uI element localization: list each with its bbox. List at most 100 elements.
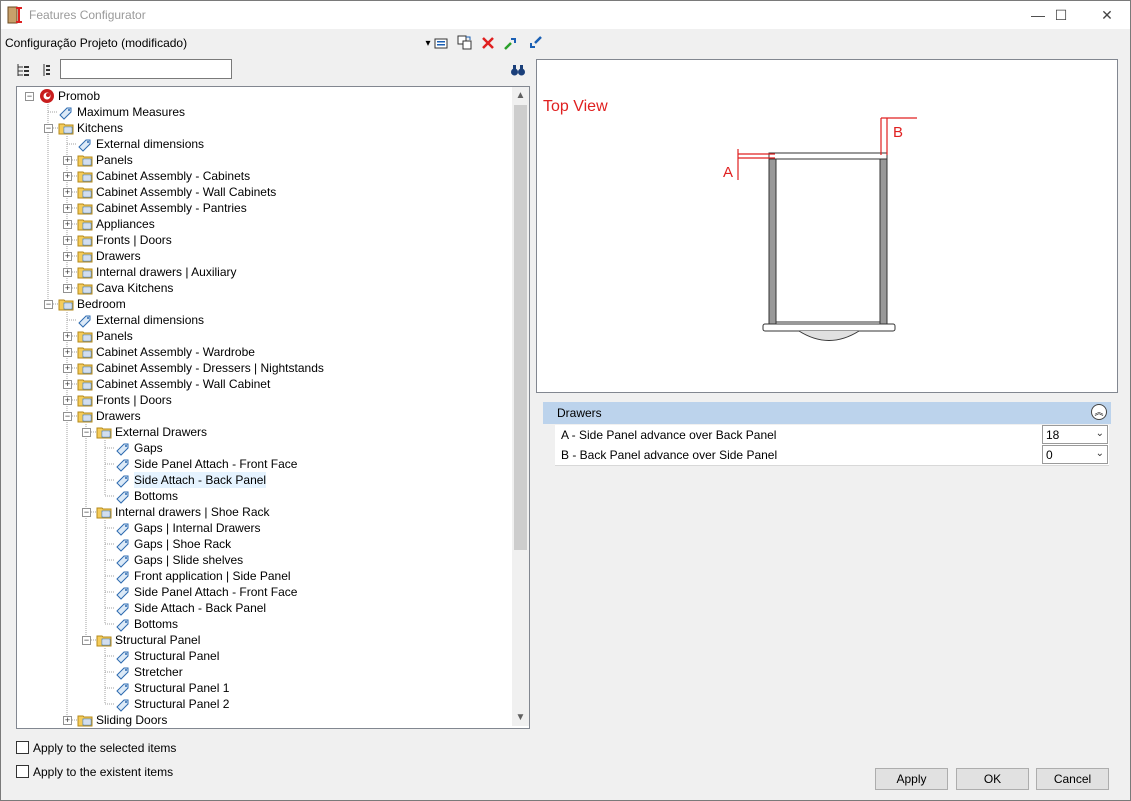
tree-item[interactable]: +Cabinet Assembly - Pantries	[17, 200, 507, 216]
collapse-chevron-icon[interactable]: ︽	[1091, 404, 1107, 420]
search-input[interactable]	[60, 59, 232, 79]
property-b-value-dropdown[interactable]: 0 ⌄	[1042, 445, 1108, 464]
apply-button[interactable]: Apply	[875, 768, 948, 790]
expand-icon[interactable]: +	[63, 203, 72, 213]
find-binoculars-icon[interactable]	[509, 61, 527, 79]
tree-item[interactable]: −Kitchens	[17, 120, 507, 136]
scroll-thumb[interactable]	[514, 105, 527, 550]
tree-item-label: Gaps	[134, 441, 163, 455]
tree-item[interactable]: + Cabinet Assembly - Dressers | Nightstan…	[17, 360, 507, 376]
tree-item[interactable]: External dimensions	[17, 136, 507, 152]
import-icon[interactable]	[526, 34, 544, 52]
tree-item[interactable]: Side Panel Attach - Front Face	[17, 584, 507, 600]
tree-item-label: Cabinet Assembly - Dressers | Nightstand…	[96, 361, 324, 375]
tree-scrollbar[interactable]: ▲ ▼	[512, 87, 529, 726]
minimize-button[interactable]: —	[1031, 7, 1045, 23]
tree-item[interactable]: Structural Panel 1	[17, 680, 507, 696]
tree-item[interactable]: Structural Panel	[17, 648, 507, 664]
tag-icon	[77, 136, 93, 152]
tree-item[interactable]: +Cava Kitchens	[17, 280, 507, 296]
apply-existent-checkbox[interactable]	[16, 765, 29, 778]
expand-icon[interactable]: +	[63, 379, 72, 389]
close-button[interactable]: ✕	[1101, 6, 1113, 23]
expand-icon[interactable]: +	[63, 235, 72, 245]
expand-icon[interactable]: +	[63, 283, 72, 293]
expand-icon[interactable]: +	[63, 251, 72, 261]
tree-item[interactable]: Front application | Side Panel	[17, 568, 507, 584]
maximize-button[interactable]: ☐	[1054, 6, 1068, 23]
property-row-b: B - Back Panel advance over Side Panel 0…	[555, 445, 1109, 466]
tree-item[interactable]: Maximum Measures	[17, 104, 507, 120]
scroll-down-icon[interactable]: ▼	[515, 712, 526, 723]
expand-icon[interactable]: +	[63, 395, 72, 405]
tree-item[interactable]: +Sliding Doors	[17, 712, 507, 728]
tree-item[interactable]: +Cabinet Assembly - Wall Cabinet	[17, 376, 507, 392]
expand-icon[interactable]: +	[63, 219, 72, 229]
collapse-icon[interactable]: −	[44, 299, 53, 309]
tree-item[interactable]: + Cabinet Assembly - Wardrobe	[17, 344, 507, 360]
tree-item[interactable]: Bottoms	[17, 616, 507, 632]
collapse-icon[interactable]: −	[82, 635, 91, 645]
tree-item[interactable]: +Internal drawers | Auxiliary	[17, 264, 507, 280]
copy-configuration-icon[interactable]	[456, 34, 474, 52]
tree-item[interactable]: Gaps | Internal Drawers	[17, 520, 507, 536]
tree-item[interactable]: Stretcher	[17, 664, 507, 680]
tree-item[interactable]: +Drawers	[17, 248, 507, 264]
tree-item[interactable]: −Bedroom	[17, 296, 507, 312]
expand-all-icon[interactable]	[14, 61, 32, 79]
collapse-icon[interactable]: −	[44, 123, 53, 133]
scroll-up-icon[interactable]: ▲	[515, 90, 526, 101]
tree-item[interactable]: +Panels	[17, 328, 507, 344]
expand-icon[interactable]: +	[63, 171, 72, 181]
collapse-icon[interactable]: −	[82, 507, 91, 517]
export-icon[interactable]	[502, 34, 520, 52]
tree-item[interactable]: External dimensions	[17, 312, 507, 328]
collapse-all-icon[interactable]	[37, 61, 55, 79]
tree-item[interactable]: Gaps	[17, 440, 507, 456]
expand-icon[interactable]: +	[63, 155, 72, 165]
tree-item[interactable]: −Drawers	[17, 408, 507, 424]
collapse-icon[interactable]: −	[25, 91, 34, 101]
tree-item[interactable]: + Fronts | Doors	[17, 392, 507, 408]
tree-item[interactable]: −Internal drawers | Shoe Rack	[17, 504, 507, 520]
expand-icon[interactable]: +	[63, 267, 72, 277]
expand-icon[interactable]: +	[63, 347, 72, 357]
cancel-button[interactable]: Cancel	[1036, 768, 1109, 790]
tree-item-label: Cabinet Assembly - Wardrobe	[96, 345, 255, 359]
tree-item-label: Maximum Measures	[77, 105, 186, 119]
tree-item[interactable]: +Appliances	[17, 216, 507, 232]
collapse-icon[interactable]: −	[82, 427, 91, 437]
tree-item[interactable]: +Panels	[17, 152, 507, 168]
apply-selected-checkbox[interactable]	[16, 741, 29, 754]
expand-icon[interactable]: +	[63, 187, 72, 197]
dimension-label-b: B	[893, 124, 903, 141]
tree-item[interactable]: −External Drawers	[17, 424, 507, 440]
tree-item[interactable]: Gaps | Slide shelves	[17, 552, 507, 568]
tree-item[interactable]: −Structural Panel	[17, 632, 507, 648]
tree-item[interactable]: Side Panel Attach - Front Face	[17, 456, 507, 472]
tree-item[interactable]: Side Attach - Back Panel	[17, 600, 507, 616]
tree-item[interactable]: +Cabinet Assembly - Wall Cabinets	[17, 184, 507, 200]
tree-item[interactable]: Side Attach - Back Panel	[17, 472, 507, 488]
tree-item-label: Fronts | Doors	[96, 393, 172, 407]
tree-item[interactable]: Structural Panel 2	[17, 696, 507, 712]
tree-item[interactable]: Gaps | Shoe Rack	[17, 536, 507, 552]
property-label: B - Back Panel advance over Side Panel	[561, 448, 778, 462]
expand-icon[interactable]: +	[63, 715, 72, 725]
delete-icon[interactable]	[479, 34, 497, 52]
expand-icon[interactable]: +	[63, 363, 72, 373]
configuration-dropdown-button[interactable]: ▾	[425, 37, 431, 49]
tree-item[interactable]: −Promob	[17, 88, 507, 104]
folder-icon	[77, 200, 93, 216]
collapse-icon[interactable]: −	[63, 411, 72, 421]
new-configuration-icon[interactable]	[433, 34, 451, 52]
property-a-value-dropdown[interactable]: 18 ⌄	[1042, 425, 1108, 444]
tree-item[interactable]: Bottoms	[17, 488, 507, 504]
expand-icon[interactable]: +	[63, 331, 72, 341]
tree-item[interactable]: +Fronts | Doors	[17, 232, 507, 248]
drawers-property-group[interactable]: Drawers ︽	[543, 402, 1111, 424]
tree-item[interactable]: +Cabinet Assembly - Cabinets	[17, 168, 507, 184]
ok-button[interactable]: OK	[956, 768, 1029, 790]
